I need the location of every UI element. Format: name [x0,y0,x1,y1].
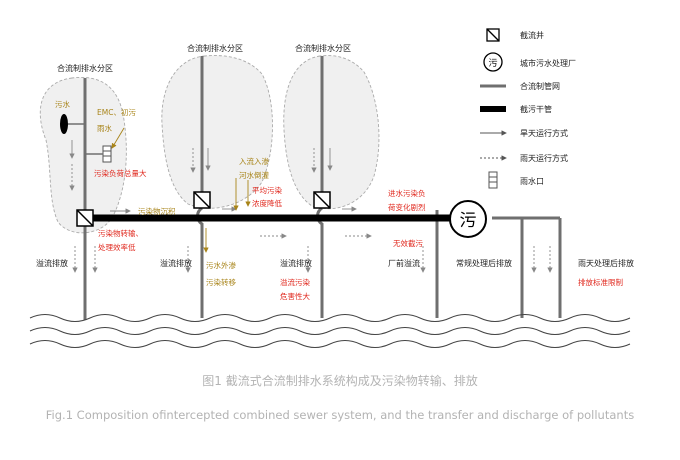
label-overflow-harm-2: 危害性大 [280,291,310,301]
wet-weather-arrows [69,148,553,273]
legend-item-combined-pipe: 合流制管网 [480,81,560,91]
label-overflow-1: 溢流排放 [36,258,68,268]
zone-middle [161,55,273,209]
label-transfer-1: 污染物转输、 [98,228,143,238]
label-exfil-2: 污染转移 [206,277,236,287]
legend-label-wet: 雨天运行方式 [520,153,568,163]
wwtp-icon: 污 [483,52,503,72]
label-avg-conc-2: 浓度降低 [252,198,282,208]
rain-inlet-icon [488,171,498,189]
legend-item-wwtp: 污 城市污水处理厂 [483,52,576,72]
legend-label-rain-inlet: 雨水口 [520,176,544,186]
label-exfil-1: 污水外渗 [206,260,236,270]
label-overflow-harm-1: 溢流污染 [280,277,310,287]
label-plant-overflow: 厂前溢流 [388,258,420,268]
legend-item-interception-well: 截流井 [486,28,544,42]
legend-item-wet: 雨天运行方式 [480,153,568,163]
label-emc: EMC、初污 [97,107,136,117]
label-inflow-1: 入流入渗 [239,156,269,166]
label-transfer-2: 处理效率低 [98,242,136,252]
label-limit: 排放标准限制 [578,277,623,287]
wwtp-icon: 污 [449,200,487,238]
legend-item-trunk-pipe: 截污干管 [480,104,552,114]
legend-label-well: 截流井 [520,30,544,40]
legend-wwtp-symbol: 污 [488,57,497,69]
overflow-pipe-1 [196,206,204,318]
dry-weather-arrows [69,140,357,214]
label-overflow-2: 溢流排放 [160,258,192,268]
interception-wells [76,191,331,227]
label-regular: 常规处理后排放 [456,258,512,268]
wwtp-symbol: 污 [460,211,477,231]
label-sewage: 污水 [55,99,70,109]
combined-pipes [83,56,562,320]
caption-english: Fig.1 Composition ofintercepted combined… [45,408,635,422]
legend: 截流井 污 城市污水处理厂 合流制管网 截污干管 旱天运行方式 雨天运行方式 [480,28,576,189]
pollutant-arrows [111,127,251,253]
label-pollutant-deposit: 污染物沉积 [138,206,176,216]
legend-label-dry: 旱天运行方式 [520,128,568,138]
sewer-system-diagram: 合流制排水分区 合流制排水分区 合流制排水分区 污 [29,28,634,348]
zone-right [283,55,380,210]
caption-chinese: 图1 截流式合流制排水系统构成及污染物转输、排放 [202,374,478,388]
label-influent-1: 进水污染负 [388,188,426,198]
sewage-source-icon [60,114,68,134]
legend-label-combined-pipe: 合流制管网 [520,81,560,91]
zone-label-middle: 合流制排水分区 [187,43,243,53]
overflow-pipe-2 [316,206,324,318]
label-rain: 雨水 [97,123,112,133]
legend-label-wwtp: 城市污水处理厂 [520,58,576,68]
label-inflow-2: 河水倒灌 [239,170,269,180]
label-load: 污染负荷总量大 [94,168,147,178]
zone-label-left: 合流制排水分区 [57,63,113,73]
interception-well-icon [76,209,94,227]
label-avg-conc-1: 平均污染 [252,185,282,195]
interception-well-icon [486,28,500,42]
label-rainy: 雨天处理后排放 [578,258,634,268]
interception-well-icon [193,191,211,209]
interception-well-icon [313,191,331,209]
label-influent-2: 荷变化剧烈 [388,202,426,212]
label-overflow-3: 溢流排放 [280,258,312,268]
legend-item-dry: 旱天运行方式 [480,128,568,138]
label-no-treatment: 无效截污 [393,238,423,248]
legend-item-rain-inlet: 雨水口 [488,171,544,189]
river-waves [29,314,631,348]
rain-inlet-icon [102,145,112,163]
zone-label-right: 合流制排水分区 [295,43,351,53]
legend-label-trunk: 截污干管 [520,104,552,114]
